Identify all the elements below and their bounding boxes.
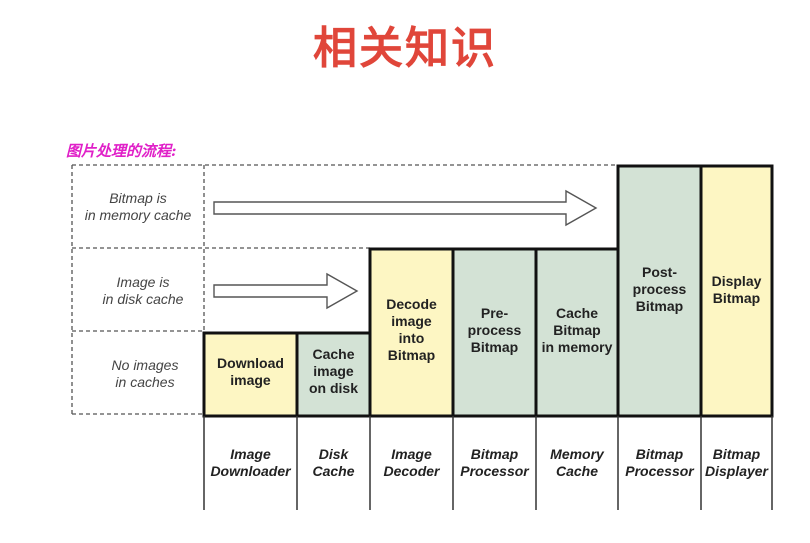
component-label-line: Downloader [210, 463, 291, 479]
stage-box-cache-disk [295, 331, 372, 418]
row-label-no-cache: No images in caches [80, 357, 210, 391]
stage-box-display [699, 164, 774, 418]
stage-label-line: Cache [312, 346, 355, 362]
component-label-line: Bitmap [470, 446, 519, 462]
stage-label-line: process [632, 281, 687, 297]
component-label-line: Decoder [383, 463, 440, 479]
stage-label-line: Post- [641, 264, 677, 280]
arrow-disk-cache [213, 272, 359, 310]
stage-label-line: process [467, 322, 522, 338]
page-title: 相关知识 [313, 23, 497, 74]
component-label-line: Memory [550, 446, 604, 462]
component-label-line: Displayer [704, 463, 769, 479]
row-label-line: Image is [116, 274, 170, 290]
row-label-line: in disk cache [102, 291, 184, 307]
component-label-line: Cache [555, 463, 599, 479]
component-label-line: Bitmap [635, 446, 684, 462]
stage-label-line: Bitmap [470, 339, 519, 355]
arrow-memory-cache [213, 189, 598, 227]
stage-label-line: in memory [541, 339, 613, 355]
diagram-subtitle: 图片处理的流程: [66, 142, 177, 160]
stage-label-line: Bitmap [387, 347, 436, 363]
stage-label-line: image [313, 363, 354, 379]
stage-box-download [202, 331, 299, 418]
row-label-line: Bitmap is [109, 190, 167, 206]
stage-label-line: on disk [308, 380, 358, 396]
row-label-line: in memory cache [84, 207, 192, 223]
stage-label-line: into [398, 330, 425, 346]
stage-label-line: Bitmap [553, 322, 601, 338]
stage-label-line: Display [711, 273, 762, 289]
stage-box-postprocess [616, 164, 703, 418]
stage-label-line: Bitmap [635, 298, 684, 314]
component-label-line: Bitmap [712, 446, 761, 462]
component-label-line: Image [230, 446, 271, 462]
stage-label-line: Download [217, 355, 284, 371]
component-label-line: Processor [625, 463, 694, 479]
stage-label-line: Cache [555, 305, 599, 321]
stage-label-line: image [230, 372, 271, 388]
component-label-line: Processor [460, 463, 529, 479]
stage-label-line: image [391, 313, 432, 329]
component-label-line: Cache [312, 463, 355, 479]
stage-label-line: Pre- [480, 305, 509, 321]
component-label-line: Image [391, 446, 432, 462]
row-label-line: in caches [115, 374, 175, 390]
stage-label-line: Bitmap [712, 290, 761, 306]
stage-label-line: Decode [386, 296, 437, 312]
row-label-disk-cache: Image is in disk cache [78, 274, 208, 308]
stage-box-decode [368, 247, 455, 418]
component-label-line: Disk [318, 446, 349, 462]
row-label-memory-cache: Bitmap is in memory cache [73, 190, 203, 224]
row-label-line: No images [111, 357, 179, 373]
stage-box-preprocess [451, 247, 538, 418]
